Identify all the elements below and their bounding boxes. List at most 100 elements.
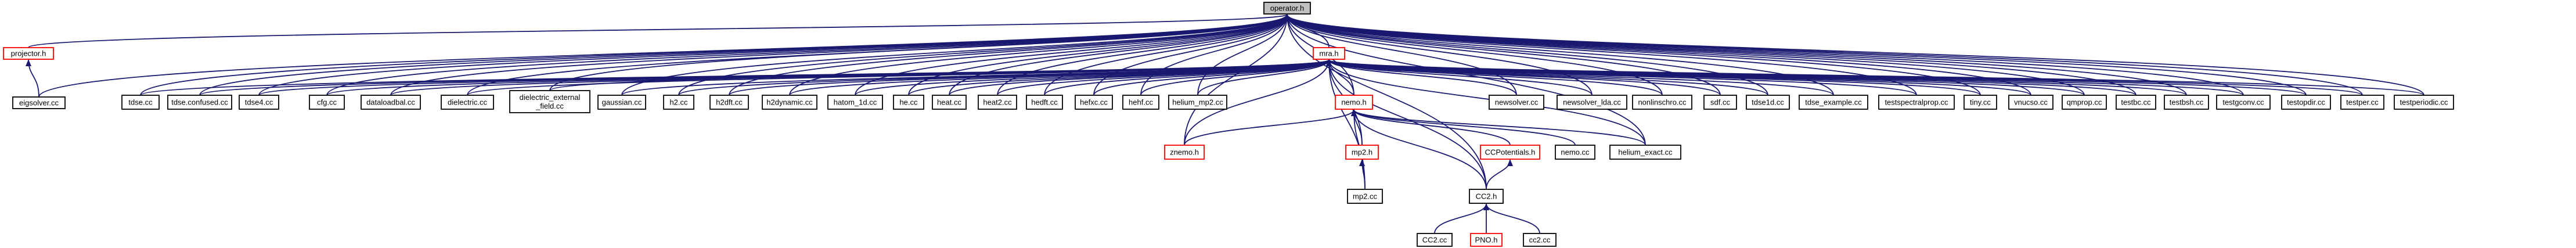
node-label: heat2.cc	[983, 98, 1012, 107]
node-label: helium_exact.cc	[1618, 148, 1673, 157]
node-qmprop-cc[interactable]: qmprop.cc	[2062, 95, 2107, 110]
node-label: gaussian.cc	[602, 98, 642, 107]
node-box	[1347, 189, 1383, 204]
node-box	[361, 95, 421, 110]
node-box	[1122, 95, 1159, 110]
node-gaussian-cc[interactable]: gaussian.cc	[597, 95, 646, 110]
node-testgconv-cc[interactable]: testgconv.cc	[2216, 95, 2271, 110]
node-label: testspectralprop.cc	[1885, 98, 1948, 107]
node-hefxc-cc[interactable]: hefxc.cc	[1075, 95, 1113, 110]
node-newsolver-cc[interactable]: newsolver.cc	[1489, 95, 1544, 110]
node-helium-exact-cc[interactable]: helium_exact.cc	[1609, 145, 1681, 160]
edge-mp2_cc-to-mp2_h	[1359, 159, 1366, 190]
node-projector-h[interactable]: projector.h	[3, 47, 54, 60]
node-label: testopdir.cc	[2287, 98, 2325, 107]
node-label: mp2.h	[1352, 148, 1372, 157]
edge-znemo_h-to-nemo_h	[1184, 109, 1357, 146]
node-box	[1609, 145, 1681, 160]
edge-cc2_cc_upper-to-cc2_h	[1434, 203, 1489, 234]
node-testperiodic-cc[interactable]: testperiodic.cc	[2394, 95, 2454, 110]
node-tiny-cc[interactable]: tiny.cc	[1963, 95, 1997, 110]
node-he-cc[interactable]: he.cc	[893, 95, 924, 110]
node-testbsh-cc[interactable]: testbsh.cc	[2164, 95, 2209, 110]
node-tdse1d-cc[interactable]: tdse1d.cc	[1746, 95, 1790, 110]
node-hehf-cc[interactable]: hehf.cc	[1122, 95, 1159, 110]
node-heat2-cc[interactable]: heat2.cc	[978, 95, 1017, 110]
node-label: testper.cc	[2346, 98, 2379, 107]
node-box	[1746, 95, 1790, 110]
node-znemo-h[interactable]: znemo.h	[1164, 145, 1205, 160]
edge-cc2_h-to-mra_h	[1326, 59, 1487, 190]
node-dataloadbal-cc[interactable]: dataloadbal.cc	[361, 95, 421, 110]
node-vnucso-cc[interactable]: vnucso.cc	[2008, 95, 2053, 110]
node-dielectric-external-field-cc[interactable]: dielectric_external_field.cc	[509, 90, 590, 113]
node-dielectric-cc[interactable]: dielectric.cc	[441, 95, 494, 110]
node-sdf-cc[interactable]: sdf.cc	[1703, 95, 1737, 110]
edge-dielectric_cc-to-mra_h	[467, 59, 1332, 96]
node-tdse-example-cc[interactable]: tdse_example.cc	[1799, 95, 1868, 110]
node-box	[309, 95, 345, 110]
node-nemo-cc[interactable]: nemo.cc	[1555, 145, 1595, 160]
node-pno-h[interactable]: PNO.h	[1470, 233, 1503, 247]
node-label: he.cc	[899, 98, 918, 107]
node-label: testbc.cc	[2121, 98, 2151, 107]
node-box	[1026, 95, 1063, 110]
node-label: h2dft.cc	[716, 98, 743, 107]
node-tdse-confused-cc[interactable]: tdse.confused.cc	[167, 95, 232, 110]
edge-hedft_cc-to-mra_h	[1044, 59, 1332, 96]
node-label: tdse.confused.cc	[171, 98, 228, 107]
node-box	[3, 47, 54, 60]
node-tdse4-cc[interactable]: tdse4.cc	[239, 95, 279, 110]
node-operator-h: operator.h	[1263, 2, 1311, 15]
edge-hefxc_cc-to-mra_h	[1093, 59, 1332, 96]
node-testbc-cc[interactable]: testbc.cc	[2116, 95, 2156, 110]
node-box	[239, 95, 279, 110]
edge-projector_h-to-operator_h	[28, 14, 1290, 48]
node-hatom-1d-cc[interactable]: hatom_1d.cc	[827, 95, 883, 110]
node-mp2-h[interactable]: mp2.h	[1345, 145, 1379, 160]
edge-znemo_h-to-mra_h	[1184, 59, 1332, 146]
node-mp2-cc[interactable]: mp2.cc	[1347, 189, 1383, 204]
node-box	[121, 95, 160, 110]
node-box	[1075, 95, 1113, 110]
node-h2dft-cc[interactable]: h2dft.cc	[709, 95, 749, 110]
node-box	[1345, 145, 1379, 160]
node-label: dielectric_external	[520, 93, 581, 102]
node-testper-cc[interactable]: testper.cc	[2340, 95, 2384, 110]
node-label: hedft.cc	[1031, 98, 1058, 107]
node-box	[1417, 233, 1453, 247]
node-mra-h[interactable]: mra.h	[1313, 47, 1345, 60]
node-box	[167, 95, 232, 110]
node-testopdir-cc[interactable]: testopdir.cc	[2281, 95, 2331, 110]
node-box	[1878, 95, 1955, 110]
node-hedft-cc[interactable]: hedft.cc	[1026, 95, 1063, 110]
node-label: PNO.h	[1475, 236, 1497, 245]
node-label: cc2.cc	[1529, 236, 1551, 245]
node-box	[1470, 233, 1503, 247]
node-testspectralprop-cc[interactable]: testspectralprop.cc	[1878, 95, 1955, 110]
node-nonlinschro-cc[interactable]: nonlinschro.cc	[1632, 95, 1692, 110]
node-h2-cc[interactable]: h2.cc	[663, 95, 694, 110]
node-box	[2116, 95, 2156, 110]
node-eigsolver-cc[interactable]: eigsolver.cc	[12, 96, 66, 109]
node-label: hatom_1d.cc	[834, 98, 877, 107]
node-cc2-cc-lower[interactable]: cc2.cc	[1523, 233, 1557, 247]
node-label: projector.h	[11, 49, 46, 58]
node-cfg-cc[interactable]: cfg.cc	[309, 95, 345, 110]
node-box	[2216, 95, 2271, 110]
node-ccpotentials-h[interactable]: CCPotentials.h	[1480, 145, 1540, 160]
file-nodes: operator.h projector.h eigsolver.cc mra.h td…	[3, 2, 2454, 247]
node-box	[978, 95, 1017, 110]
node-newsolver-lda-cc[interactable]: newsolver_lda.cc	[1557, 95, 1627, 110]
node-h2dynamic-cc[interactable]: h2dynamic.cc	[762, 95, 817, 110]
node-cc2-cc-upper[interactable]: CC2.cc	[1417, 233, 1453, 247]
node-box	[1489, 95, 1544, 110]
node-tdse-cc[interactable]: tdse.cc	[121, 95, 160, 110]
node-heat-cc[interactable]: heat.cc	[932, 95, 967, 110]
node-nemo-h[interactable]: nemo.h	[1335, 95, 1373, 110]
node-helium-mp2-cc[interactable]: helium_mp2.cc	[1168, 95, 1227, 110]
node-label: tdse.cc	[128, 98, 153, 107]
node-label: _field.cc	[535, 102, 564, 110]
node-cc2-h[interactable]: CC2.h	[1469, 189, 1504, 204]
